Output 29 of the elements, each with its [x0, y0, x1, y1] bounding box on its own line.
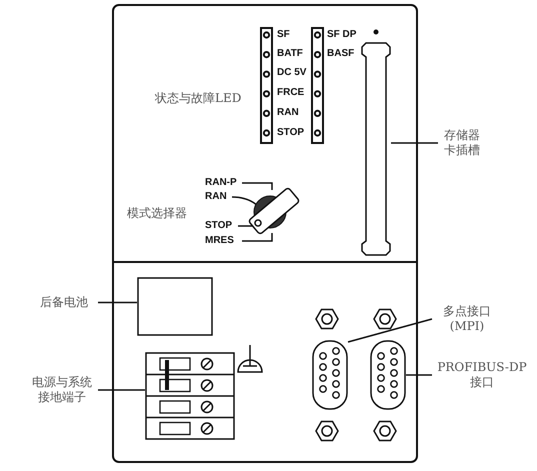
led-label: BASF: [327, 48, 354, 60]
leader-line: [406, 374, 432, 376]
callout-label: 状态与故障LED: [155, 91, 242, 106]
sub-d-connector: [312, 340, 348, 410]
callout-label: 后备电池: [34, 295, 94, 310]
leader-line: [391, 142, 438, 144]
switch-position-label: RAN: [205, 191, 227, 203]
memory-card-slot: [361, 42, 391, 256]
switch-position-label: STOP: [205, 220, 232, 232]
callout-label: PROFIBUS-DP 接口: [436, 360, 528, 390]
led-label: STOP: [277, 127, 304, 139]
sub-d-connector: [370, 340, 406, 410]
switch-position-label: RAN-P: [205, 177, 237, 189]
leader-line: [98, 389, 145, 391]
leader-line: [348, 318, 432, 343]
callout-label: 多点接口(MPI): [436, 304, 498, 334]
led-label: BATF: [277, 48, 303, 60]
callout-label: 电源与系统接地端子: [30, 375, 94, 405]
led-label: RAN: [277, 107, 299, 119]
callout-label: 模式选择器: [127, 206, 187, 221]
leader-line: [98, 302, 137, 304]
battery-compartment: [137, 277, 213, 336]
switch-position-label: MRES: [205, 235, 234, 247]
callout-label: 存储器卡插槽: [442, 128, 482, 158]
led-label: SF: [277, 29, 290, 41]
led-label: FRCE: [277, 87, 304, 99]
led-label: DC 5V: [277, 67, 306, 79]
led-label: SF DP: [327, 29, 356, 41]
terminal-block-drawing: [145, 352, 235, 440]
